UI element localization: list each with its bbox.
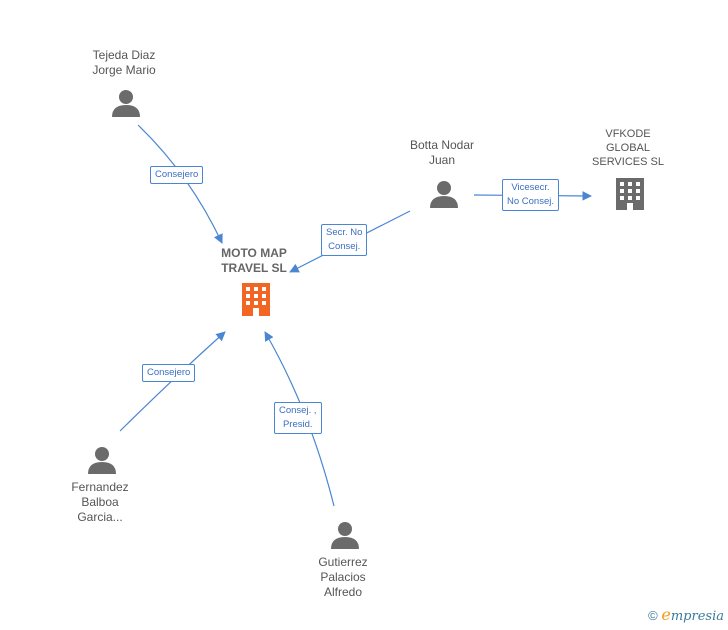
node-label-gutierrez: Gutierrez Palacios Alfredo — [318, 555, 368, 599]
edge-label-fernandez-moto: Consejero — [142, 364, 196, 382]
edge-label-botta-vfkode: Vicesecr. No Consej. — [502, 179, 559, 211]
brand-initial: e — [661, 605, 671, 624]
node-label-moto: MOTO MAP TRAVEL SL — [221, 246, 287, 275]
node-label-vfkode: VFKODE GLOBAL SERVICES SL — [592, 128, 664, 168]
building-icon[interactable] — [616, 178, 644, 210]
edge-tejeda-moto — [137, 124, 223, 244]
node-label-botta: Botta Nodar Juan — [409, 138, 475, 167]
copyright-symbol: © — [648, 608, 658, 623]
person-icon[interactable] — [112, 90, 140, 117]
person-icon[interactable] — [430, 181, 458, 208]
node-label-tejeda: Tejeda Diaz Jorge Mario — [92, 48, 156, 77]
edge-label-botta-moto: Secr. No Consej. — [321, 224, 368, 256]
edge-label-tejeda-moto: Consejero — [150, 166, 204, 184]
node-label-fernandez: Fernandez Balboa Garcia... — [71, 480, 129, 524]
person-icon[interactable] — [331, 522, 359, 549]
building-icon[interactable] — [242, 283, 270, 316]
person-icon[interactable] — [88, 447, 116, 474]
brand-name: mpresia — [670, 609, 724, 624]
brand-watermark: © empresia — [648, 605, 724, 624]
edge-label-gutierrez-moto: Consej. , Presid. — [274, 402, 322, 434]
